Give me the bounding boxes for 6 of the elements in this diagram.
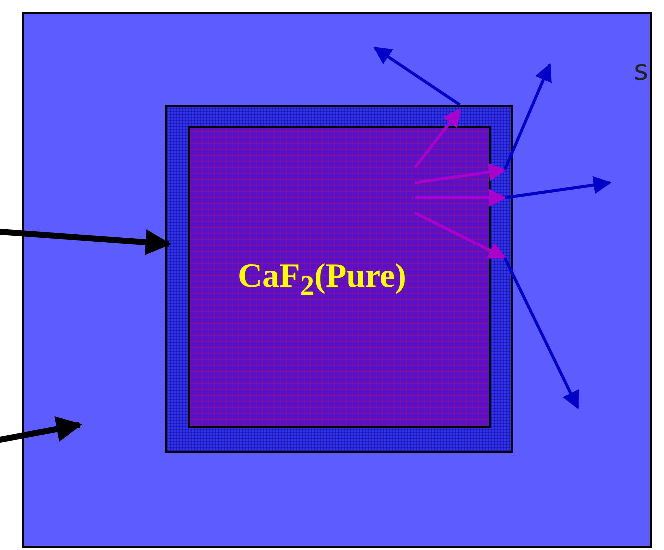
text-fragment: s [634,54,649,87]
coating-layer [165,105,513,453]
crystal-block [188,126,491,428]
arrow [0,229,172,256]
crystal-label: CaF$_{2}$(Pure) [238,258,406,303]
outer-region [22,12,652,548]
